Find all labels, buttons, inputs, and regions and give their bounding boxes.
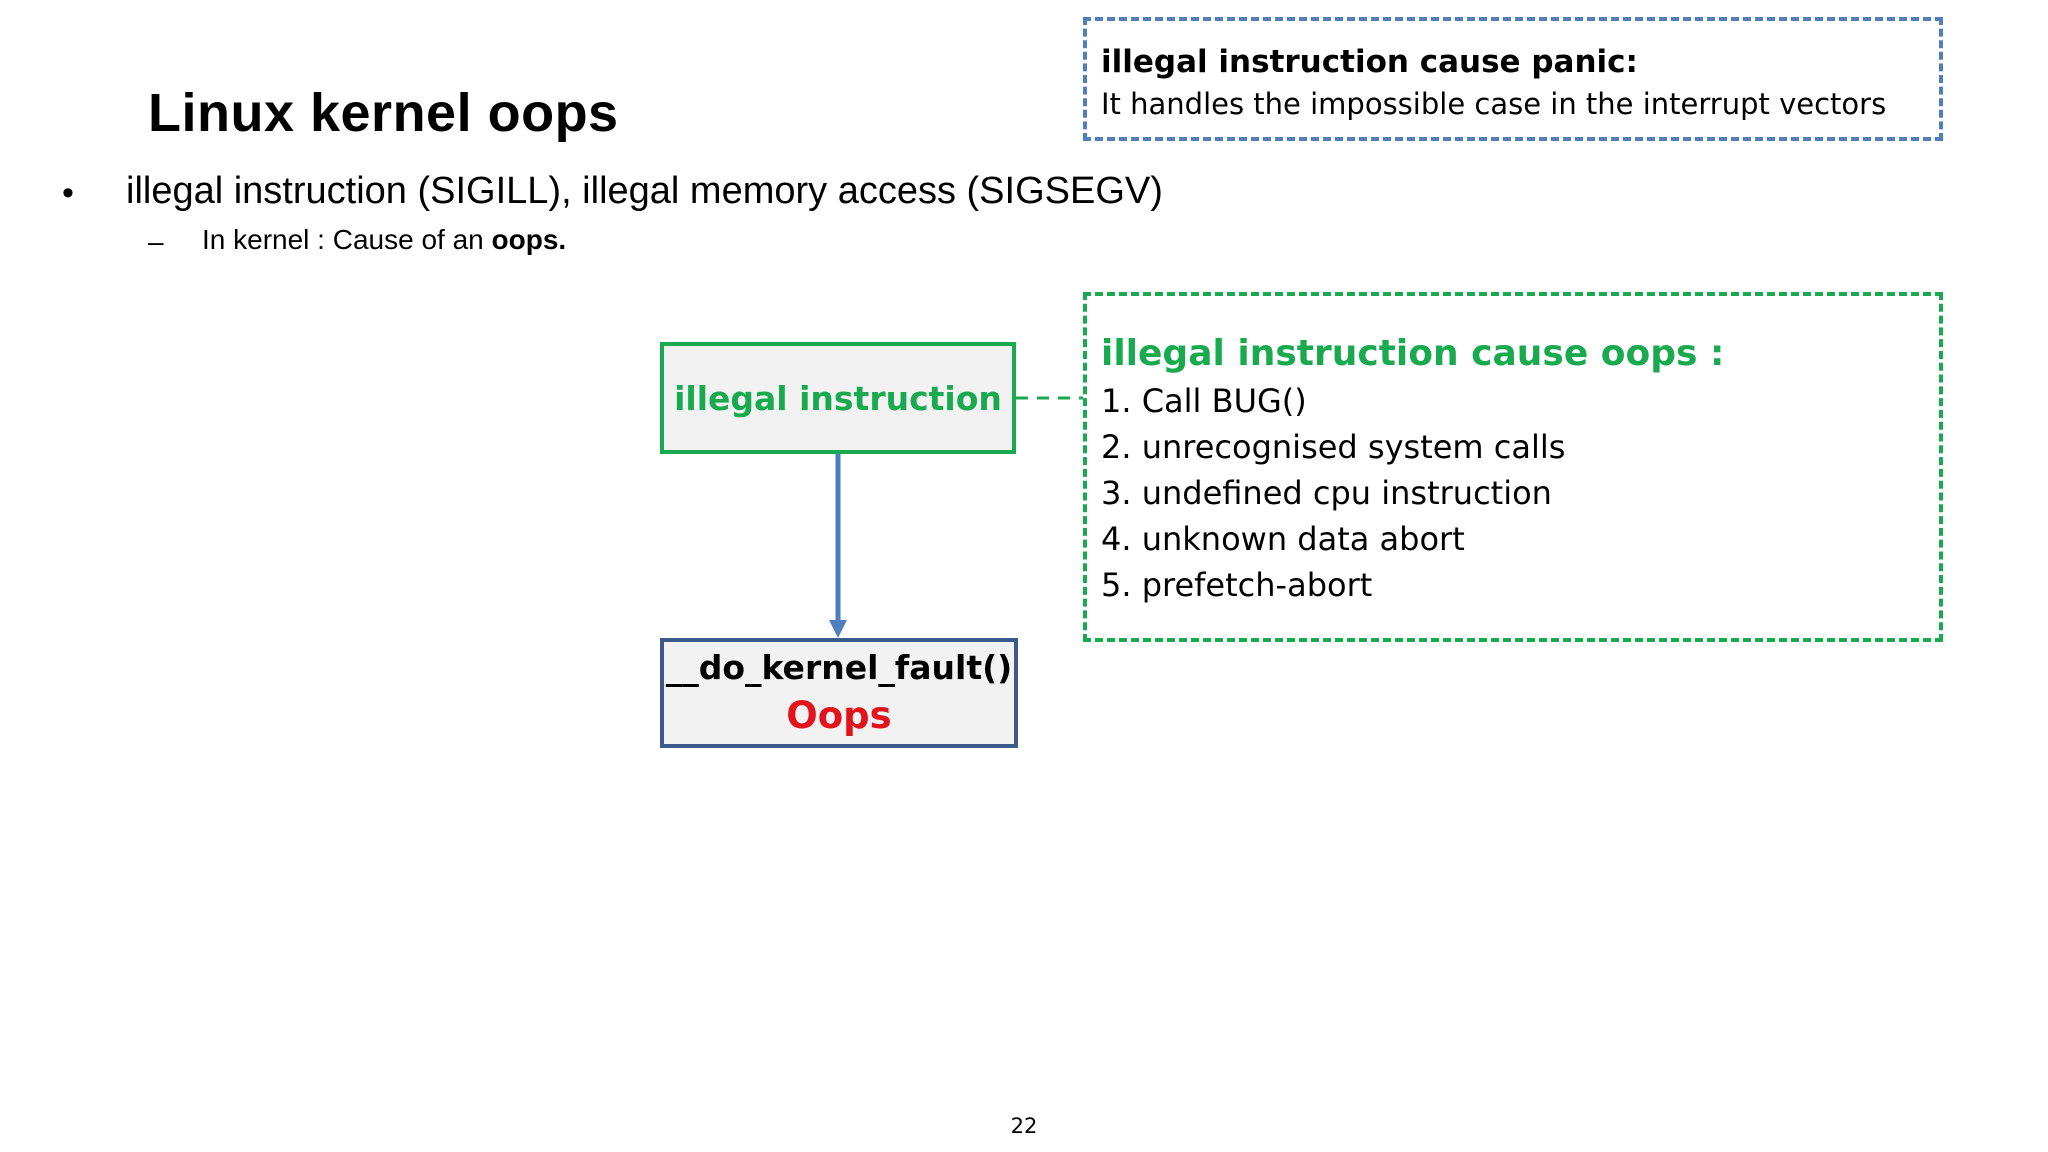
panic-callout-title: illegal instruction cause panic: bbox=[1101, 44, 1638, 80]
oops-cause-item: 4. unknown data abort bbox=[1101, 520, 1465, 558]
sub-bullet-text: In kernel : Cause of an oops. bbox=[202, 224, 566, 256]
oops-callout: illegal instruction cause oops : 1. Call… bbox=[1083, 292, 1943, 642]
slide-title: Linux kernel oops bbox=[148, 83, 619, 143]
panic-callout: illegal instruction cause panic: It hand… bbox=[1083, 17, 1943, 141]
sub-bullet-prefix: In kernel : Cause of an bbox=[202, 224, 492, 255]
oops-callout-title: illegal instruction cause oops : bbox=[1101, 333, 1725, 374]
oops-cause-item: 3. undefined cpu instruction bbox=[1101, 474, 1552, 512]
bullet-text: illegal instruction (SIGILL), illegal me… bbox=[126, 170, 1163, 212]
do-kernel-fault-label: __do_kernel_fault() bbox=[665, 648, 1013, 687]
sub-bullet-marker: – bbox=[148, 226, 164, 257]
panic-callout-body: It handles the impossible case in the in… bbox=[1101, 87, 1887, 121]
page-number: 22 bbox=[1010, 1114, 1038, 1138]
flow-arrow-head bbox=[829, 620, 847, 638]
oops-result-label: Oops bbox=[786, 694, 892, 737]
do-kernel-fault-node: __do_kernel_fault() Oops bbox=[660, 638, 1018, 748]
oops-cause-item: 5. prefetch-abort bbox=[1101, 566, 1373, 604]
oops-cause-item: 2. unrecognised system calls bbox=[1101, 428, 1566, 466]
bullet-marker: • bbox=[62, 174, 74, 212]
sub-bullet-bold: oops. bbox=[491, 224, 567, 255]
illegal-instruction-label: illegal instruction bbox=[674, 378, 1002, 418]
oops-cause-item: 1. Call BUG() bbox=[1101, 382, 1307, 420]
illegal-instruction-node: illegal instruction bbox=[660, 342, 1016, 454]
